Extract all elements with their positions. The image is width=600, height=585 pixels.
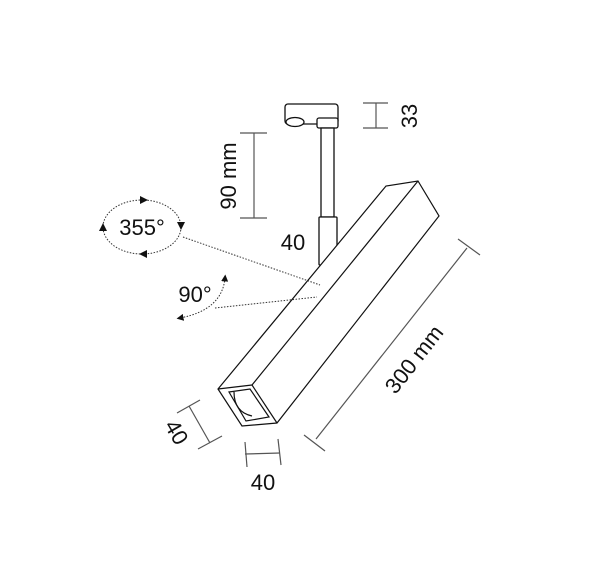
label-rotation-vertical: 90° (178, 282, 211, 307)
luminaire-body (217, 180, 440, 427)
label-mount-height: 33 (397, 104, 422, 128)
dimension-body-width (244, 438, 282, 468)
track-adapter (284, 103, 339, 129)
label-body-height: 40 (160, 415, 194, 449)
rotation-arrows (99, 196, 185, 258)
dimension-mount-height (363, 102, 388, 129)
label-stem-length: 90 mm (216, 142, 241, 209)
label-rotation-horizontal: 355° (119, 215, 165, 240)
dimension-body-length (303, 238, 481, 452)
label-sleeve-width: 40 (281, 230, 305, 255)
label-body-width: 40 (251, 470, 275, 495)
label-body-length: 300 mm (380, 320, 449, 398)
dimension-stem-length (240, 132, 267, 219)
rotation-vertical-indicator (176, 274, 318, 321)
dimension-body-height (176, 399, 223, 450)
